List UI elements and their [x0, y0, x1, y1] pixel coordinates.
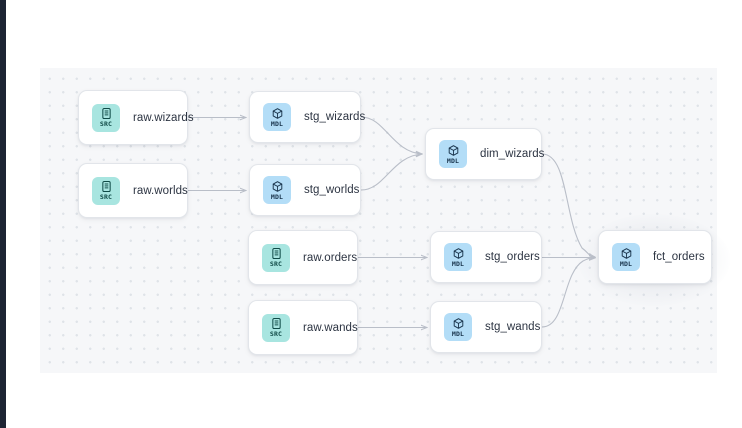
database-icon	[100, 180, 113, 193]
node-raw-wizards[interactable]: SRC raw.wizards	[78, 90, 194, 145]
node-dim-wizards[interactable]: MDL dim_wizards	[425, 128, 545, 180]
node-stg-orders[interactable]: MDL stg_orders	[430, 231, 542, 283]
model-badge: MDL	[439, 140, 467, 168]
node-raw-orders[interactable]: SRC raw.orders	[248, 230, 358, 285]
node-raw-wands[interactable]: SRC raw.wands	[248, 300, 358, 355]
node-label: raw.orders	[303, 251, 358, 264]
node-label: raw.wands	[303, 321, 358, 334]
model-badge-label: MDL	[451, 259, 465, 268]
database-icon	[100, 107, 113, 120]
model-badge: MDL	[612, 243, 640, 271]
node-fct-orders[interactable]: MDL fct_orders	[598, 230, 712, 284]
model-badge: MDL	[263, 103, 291, 131]
model-badge: MDL	[444, 243, 472, 271]
node-label: dim_wizards	[480, 148, 545, 160]
node-label: stg_orders	[485, 251, 540, 263]
model-badge: MDL	[263, 176, 291, 204]
source-badge-label: SRC	[269, 330, 283, 339]
cube-icon	[452, 317, 465, 330]
node-label: raw.wizards	[133, 111, 194, 124]
node-label: fct_orders	[653, 251, 705, 263]
model-badge-label: MDL	[619, 259, 633, 268]
source-badge: SRC	[262, 243, 290, 272]
node-label: stg_worlds	[304, 184, 360, 196]
node-stg-wizards[interactable]: MDL stg_wizards	[249, 91, 365, 143]
model-badge-label: MDL	[446, 156, 460, 165]
cube-icon	[620, 247, 633, 260]
model-badge-label: MDL	[270, 119, 284, 128]
source-badge-label: SRC	[269, 260, 283, 269]
left-navigation-rail	[0, 0, 6, 428]
node-stg-worlds[interactable]: MDL stg_worlds	[249, 164, 361, 216]
model-badge-label: MDL	[451, 329, 465, 338]
source-badge: SRC	[92, 103, 120, 132]
node-label: stg_wands	[485, 321, 541, 333]
cube-icon	[452, 247, 465, 260]
cube-icon	[271, 107, 284, 120]
node-label: stg_wizards	[304, 111, 366, 123]
cube-icon	[447, 144, 460, 157]
model-badge-label: MDL	[270, 192, 284, 201]
source-badge: SRC	[262, 313, 290, 342]
node-label: raw.worlds	[133, 184, 188, 197]
database-icon	[270, 247, 283, 260]
model-badge: MDL	[444, 313, 472, 341]
database-icon	[270, 317, 283, 330]
source-badge-label: SRC	[99, 193, 113, 202]
cube-icon	[271, 180, 284, 193]
source-badge-label: SRC	[99, 120, 113, 129]
source-badge: SRC	[92, 176, 120, 205]
node-raw-worlds[interactable]: SRC raw.worlds	[78, 163, 188, 218]
node-stg-wands[interactable]: MDL stg_wands	[430, 301, 542, 353]
